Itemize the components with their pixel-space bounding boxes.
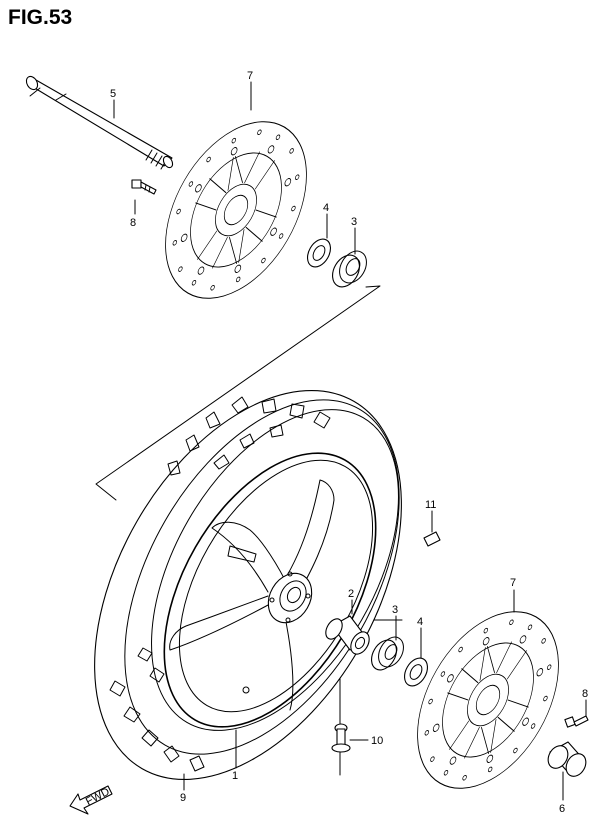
disc-lower-vent-holes [424,619,552,781]
callout-numbers: 5 7 8 4 3 11 2 3 4 7 8 10 1 9 6 [110,70,588,815]
bearing-upper[interactable] [327,246,372,291]
fwd-label: FWD [84,786,112,808]
wheel-spacer[interactable] [322,615,372,657]
brake-disc-upper[interactable] [136,97,335,323]
oil-seal-lower[interactable] [400,654,432,690]
callout-8-lower: 8 [582,688,588,700]
callout-3-lower: 3 [392,604,398,616]
callout-11: 11 [425,499,436,511]
tire-valve[interactable] [331,723,351,753]
forward-direction-arrow: FWD [69,785,113,815]
figure-title: FIG.53 [8,6,73,29]
tire[interactable] [31,337,465,830]
wheel-spokes [169,479,335,711]
callout-4-lower: 4 [417,616,423,628]
valve-hole [242,686,250,694]
brake-disc-lower[interactable] [388,587,587,813]
callout-9: 9 [180,792,186,804]
axle-collar[interactable] [544,741,590,780]
callout-8-upper: 8 [130,217,136,229]
callout-10: 10 [371,735,383,747]
disc-upper-vent-holes [172,129,300,291]
disc-bolt-upper[interactable] [131,179,157,195]
callout-1: 1 [232,770,238,782]
callout-6: 6 [559,803,565,815]
callout-7-upper: 7 [247,70,253,82]
front-axle[interactable] [24,74,174,170]
callout-7-lower: 7 [510,577,516,589]
oil-seal-upper[interactable] [303,235,335,271]
wheel-hub[interactable] [260,565,321,630]
bearing-lower[interactable] [366,633,408,675]
key[interactable] [423,531,441,547]
leader-lines [113,81,587,801]
disc-lower-rivets [432,635,544,765]
disc-lower-spokes [447,641,529,759]
disc-upper-rivets [180,145,292,275]
callout-4-upper: 4 [323,202,329,214]
callout-5: 5 [110,88,116,100]
disc-upper-spokes [195,151,277,269]
callout-3-upper: 3 [351,216,357,228]
disc-bolt-lower[interactable] [564,715,589,728]
callout-2: 2 [348,588,354,600]
front-wheel-assembly[interactable] [31,337,465,830]
tire-tread-pattern [109,396,331,772]
